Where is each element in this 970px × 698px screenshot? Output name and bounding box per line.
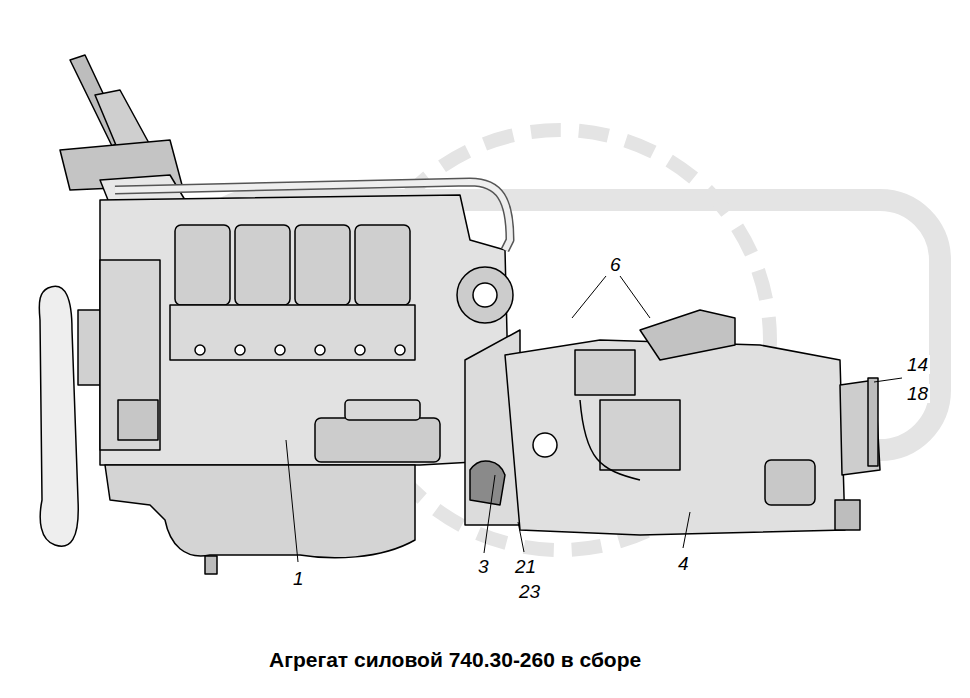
callout-number: 23 <box>517 582 542 601</box>
callout-number: 1 <box>291 569 306 588</box>
callout-number: 14 <box>905 355 930 374</box>
callout-number: 6 <box>608 255 623 274</box>
callout-number: 21 <box>513 557 538 576</box>
callout-number: 4 <box>676 554 691 573</box>
callout-number: 3 <box>476 557 491 576</box>
leader-lines <box>286 276 902 562</box>
callout-number: 18 <box>905 384 930 403</box>
caption: Агрегат силовой 740.30-260 в сборе <box>269 647 641 672</box>
